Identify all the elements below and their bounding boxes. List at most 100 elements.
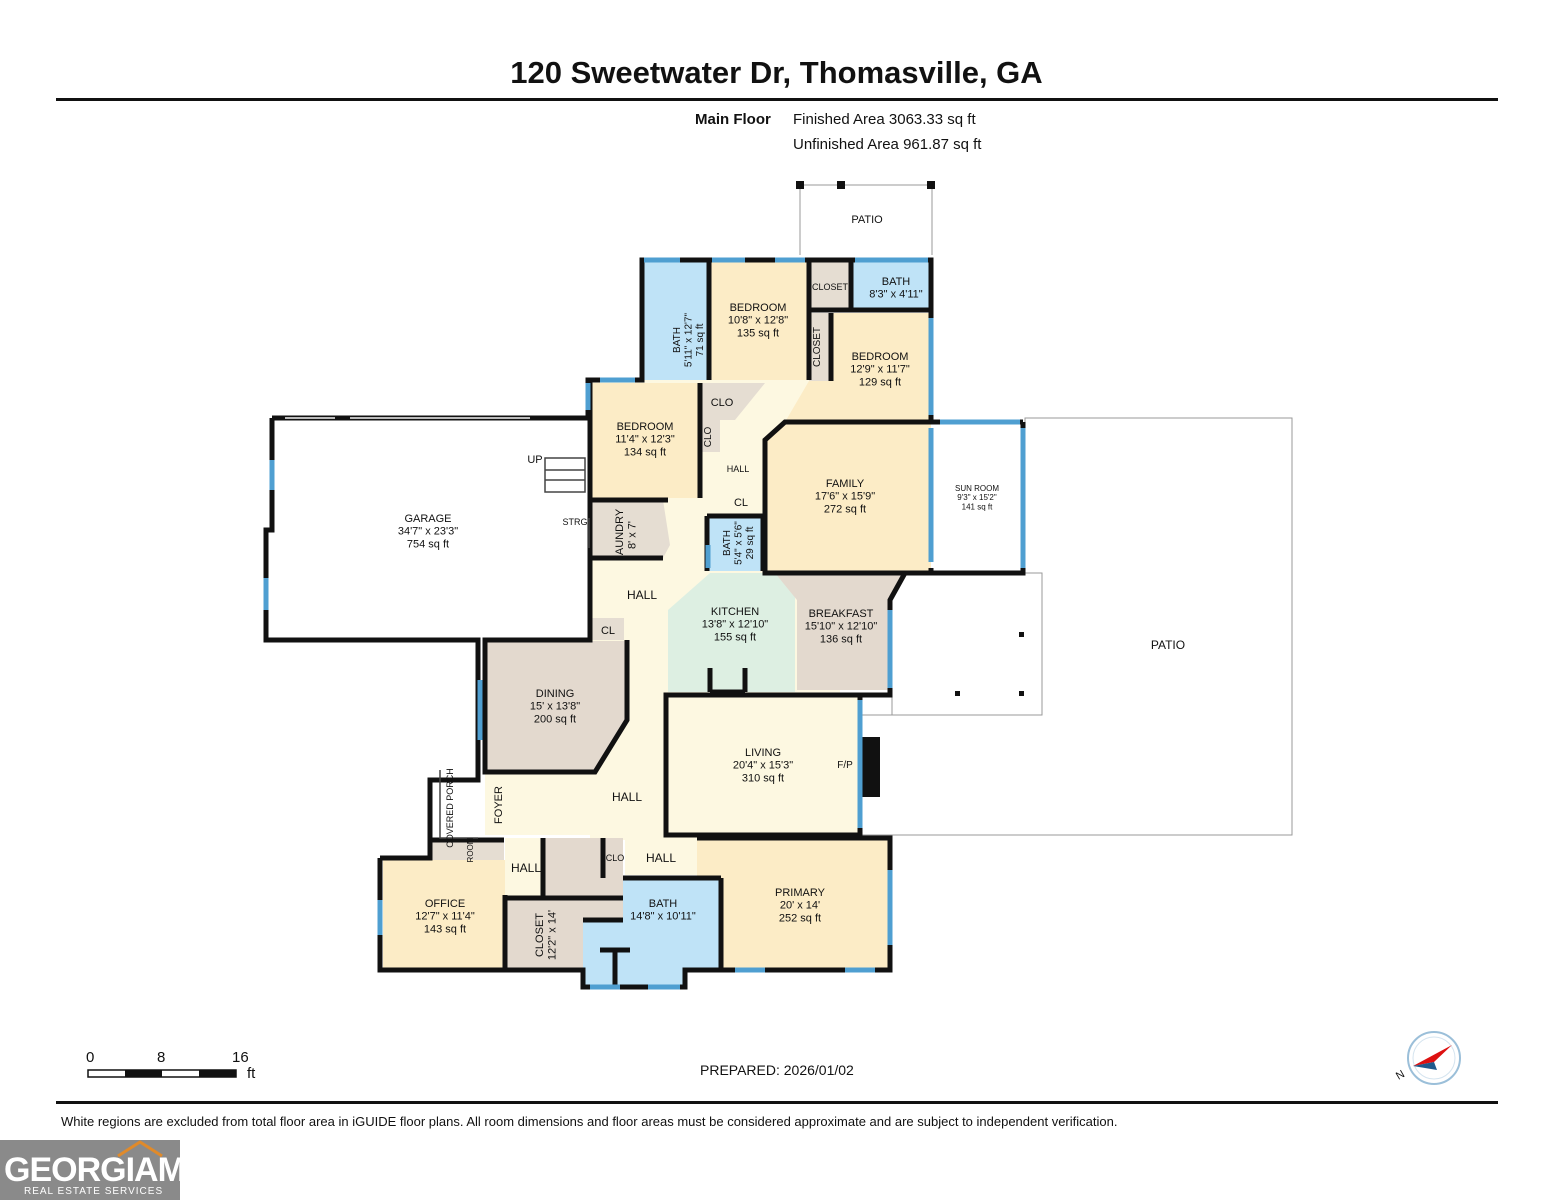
fill-closet-top [809,262,851,310]
windows [263,257,1026,990]
georgia-mls-logo: GEORGIAMLS REAL ESTATE SERVICES [0,1140,227,1200]
room-label-bath-small: BATH5'4" x 5'6"29 sq ft [722,521,756,565]
scale-unit: ft [247,1065,256,1082]
room-name: GARAGE [404,513,451,525]
room-name: BEDROOM [852,351,909,363]
unfinished-area: Unfinished Area 961.87 sq ft [793,136,982,153]
room-area: 272 sq ft [824,503,866,515]
room-label-strg: STRG [562,517,587,527]
room-name: KITCHEN [711,606,759,618]
room-name: BATH [649,898,678,910]
room-name: LIVING [745,747,781,759]
room-dim: 12'2" x 14' [547,910,559,960]
room-label-foyer: FOYER [493,786,505,824]
scale-label-8: 8 [157,1049,166,1066]
fill-sun-room [931,422,1023,572]
room-name: SUN ROOM [955,484,999,493]
room-name: CLO [711,397,734,409]
room-name: DINING [536,688,575,700]
fill-closet-side [809,313,831,381]
fill-primary [697,838,888,971]
fill-breakfast [775,573,905,690]
room-dim: 5'4" x 5'6" [734,521,745,565]
room-label-hall-upper: HALL [727,464,750,474]
room-name: CL [734,497,748,509]
room-dim: 15'10" x 12'10" [805,621,878,633]
room-area: 155 sq ft [714,631,756,643]
room-name: BEDROOM [730,302,787,314]
fill-family [765,422,931,573]
room-dim: 12'9" x 11'7" [850,364,910,376]
room-label-cl-mid: CL [601,625,615,637]
room-name: ROOM [466,837,475,862]
room-label-hall-office: HALL [511,861,541,875]
room-name: PRIMARY [775,887,826,899]
room-name: FAMILY [826,478,865,490]
finished-area: Finished Area 3063.33 sq ft [793,111,976,128]
room-label-covered-porch: COVERED PORCH [445,768,455,848]
patio-posts [796,181,1024,696]
room-area: 252 sq ft [779,912,821,924]
prepared-date: PREPARED: 2026/01/02 [700,1062,854,1078]
room-area: 129 sq ft [859,376,901,388]
room-area: 136 sq ft [820,633,862,645]
compass-label: N [1394,1068,1407,1082]
logo-subtext: REAL ESTATE SERVICES [24,1186,164,1197]
fill-kitchen [668,573,795,692]
room-area: 143 sq ft [424,923,466,935]
scale-bar [87,1069,237,1078]
room-label-patio-top: PATIO [851,214,883,226]
room-name: UP [527,454,542,466]
room-name: BATH [672,327,683,353]
roof-icon [117,1140,163,1158]
fill-bedroom-2 [785,313,931,422]
floor-label: Main Floor [695,111,771,128]
fill-bedroom-1 [709,262,809,380]
room-dim: 34'7" x 23'3" [398,526,458,538]
room-name: F/P [837,760,853,771]
fill-bedroom-3 [590,383,700,498]
room-label-closet-primary: CLOSET12'2" x 14' [534,910,559,960]
room-dim: 5'11" x 12'7" [684,313,695,368]
room-name: HALL [727,464,750,474]
room-label-cl-family: CL [734,497,748,509]
room-name: CLOSET [812,282,849,292]
page-title: 120 Sweetwater Dr, Thomasville, GA [510,55,1043,90]
room-label-patio-right: PATIO [1151,638,1185,652]
room-area: 29 sq ft [745,526,756,559]
room-area: 200 sq ft [534,713,576,725]
room-name: BATH [882,276,911,288]
room-label-closet-top: CLOSET [812,282,849,292]
room-name: HALL [646,851,676,865]
room-name: BREAKFAST [809,608,874,620]
room-area: 71 sq ft [695,323,706,356]
fill-office [383,860,505,970]
room-name: HALL [612,790,642,804]
fill-clo-1 [700,383,765,420]
fill-room-small [432,840,504,860]
room-fills [383,260,1023,985]
fill-hall-office [505,838,543,898]
room-label-closet-side: CLOSET [812,327,823,367]
room-name: FOYER [493,786,505,824]
room-label-bath-left: BATH5'11" x 12'7"71 sq ft [672,313,706,368]
room-name: CL [601,625,615,637]
room-dim: 20' x 14' [780,900,820,912]
top-divider [56,98,1498,101]
fill-living [668,695,860,835]
fill-clo-2 [700,420,720,452]
fill-bath-top-right [851,262,931,310]
room-name: CLO [703,426,714,447]
fill-bath-small [707,516,763,571]
room-dim: 14'8" x 10'11" [630,911,696,923]
disclaimer: White regions are excluded from total fl… [61,1114,1118,1129]
